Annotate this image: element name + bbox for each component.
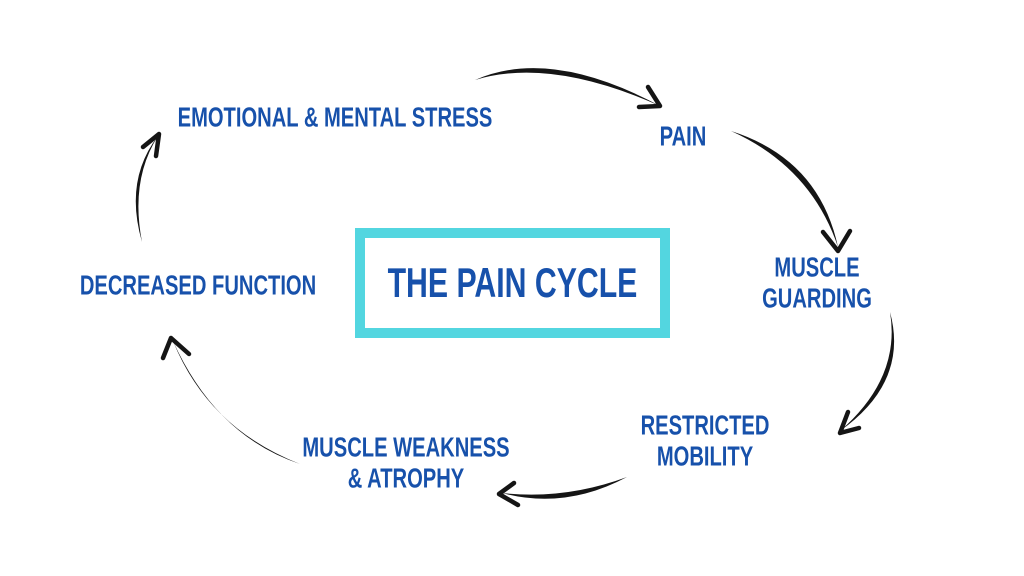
arrow-decreased-function-to-stress-icon (135, 131, 162, 242)
arrow-restricted-mobility-to-muscle-weakness-icon (496, 477, 627, 508)
node-label-pain: PAIN (659, 120, 707, 152)
node-label-restricted-mobility: RESTRICTED MOBILITY (640, 409, 770, 472)
center-title-box: THE PAIN CYCLE (355, 228, 670, 338)
node-label-muscle-guarding: MUSCLE GUARDING (762, 251, 872, 314)
node-label-emotional-mental-stress: EMOTIONAL & MENTAL STRESS (177, 101, 493, 133)
arrow-pain-to-muscle-guarding-icon (731, 131, 853, 254)
node-label-decreased-function: DECREASED FUNCTION (79, 269, 317, 301)
arrow-muscle-weakness-to-decreased-function-icon (160, 335, 300, 464)
diagram-title: THE PAIN CYCLE (387, 259, 638, 306)
node-label-muscle-weakness-atrophy: MUSCLE WEAKNESS & ATROPHY (302, 431, 510, 494)
arrow-stress-to-pain-icon (475, 68, 663, 110)
arrow-muscle-guarding-to-restricted-mobility-icon (837, 312, 895, 436)
